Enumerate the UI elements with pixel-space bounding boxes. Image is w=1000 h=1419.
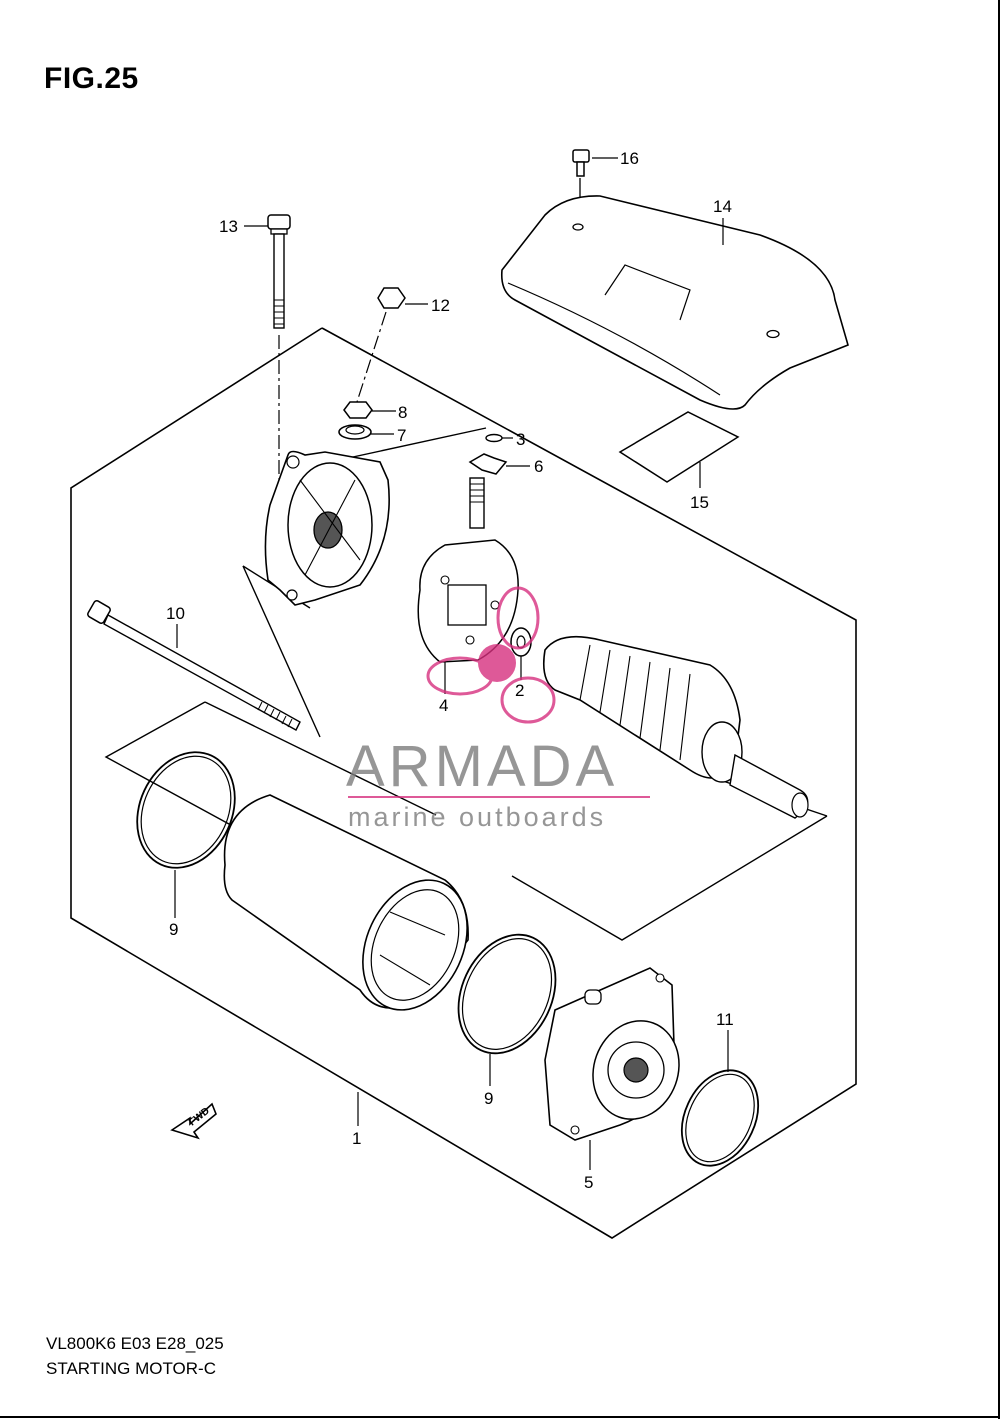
guide-line [511, 815, 828, 941]
guide-line [104, 701, 263, 843]
callout-4: 4 [439, 696, 448, 715]
assembly-boundary [70, 327, 857, 1239]
callout-10: 10 [166, 604, 185, 623]
guide-line [329, 427, 487, 463]
callout-5: 5 [584, 1173, 593, 1192]
yoke-housing [223, 794, 469, 1011]
part-11-oring [680, 1069, 760, 1167]
callout-13: 13 [219, 217, 238, 236]
part-12-nut [377, 287, 406, 309]
callout-7: 7 [397, 426, 406, 445]
part-9-oring-b [457, 933, 557, 1055]
figure-code: VL800K6 E03 E28_025 [46, 1334, 224, 1353]
part-6-insulator [468, 453, 508, 475]
fwd-arrow-icon: FWD [170, 1102, 217, 1140]
callout-9-left: 9 [169, 920, 178, 939]
part-15-pad [618, 411, 740, 488]
callout-6: 6 [534, 457, 543, 476]
callout-16: 16 [620, 149, 639, 168]
part-9-oring-a [136, 751, 236, 869]
part-8-nut [343, 401, 373, 419]
callout-1: 1 [352, 1129, 361, 1148]
part-4-brush-holder [417, 477, 519, 663]
callout-leaders [174, 157, 729, 1170]
callout-9-right: 9 [484, 1089, 493, 1108]
figure-title: FIG.25 [44, 62, 139, 95]
callout-12: 12 [431, 296, 450, 315]
watermark-brand: ARMADA [346, 734, 618, 799]
armature [542, 635, 809, 819]
part-7-washer [338, 424, 372, 440]
part-3-clip [485, 433, 503, 443]
watermark-logo: ARMADA marine outboards [346, 586, 650, 832]
callout-3: 3 [516, 430, 525, 449]
assembly-axis [355, 311, 387, 406]
part-14-cover [500, 195, 849, 410]
part-10-through-bolt [87, 600, 301, 731]
part-5-front-cover [544, 967, 680, 1141]
propeller-logo-icon [426, 586, 556, 724]
callout-15: 15 [690, 493, 709, 512]
callout-2: 2 [515, 681, 524, 700]
callout-14: 14 [713, 197, 732, 216]
figure-name: STARTING MOTOR-C [46, 1359, 216, 1378]
watermark-tagline: marine outboards [348, 802, 606, 832]
rear-end-housing [264, 450, 390, 606]
guide-line [242, 565, 321, 738]
callout-8: 8 [398, 403, 407, 422]
callout-11: 11 [716, 1010, 734, 1029]
